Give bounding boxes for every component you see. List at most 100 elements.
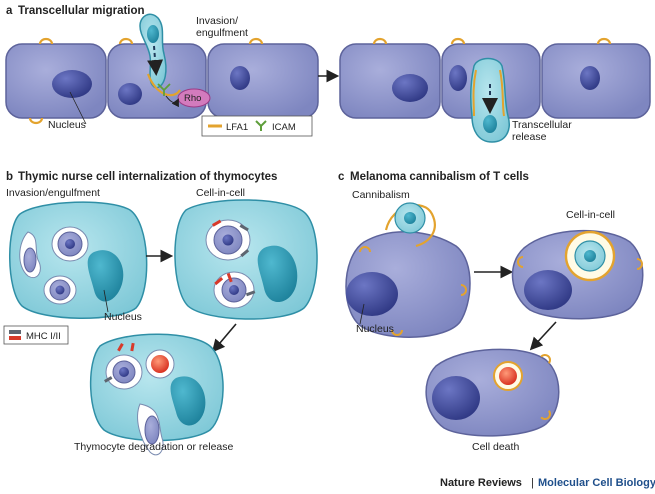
nucleus-a6 (580, 66, 600, 90)
panel-c-letter: c (338, 171, 345, 183)
mhc-i-marker (245, 290, 256, 297)
journal-section: Molecular Cell Biology (538, 477, 655, 489)
legend-lfa1-label: LFA1 (226, 122, 248, 133)
t-cell-nucleus-c2 (584, 250, 596, 262)
dead-t-cell (499, 367, 517, 385)
invasion-label-2: engulfment (196, 27, 248, 39)
mhc-ii-marker (130, 342, 135, 352)
melanoma-nucleus-2 (524, 270, 572, 310)
lfa1-ring-left (499, 69, 505, 117)
release-label-2: release (512, 131, 547, 143)
mhc-i-marker (104, 376, 113, 383)
panel-a: a Transcellular migration Rho (5, 5, 651, 143)
process-arrow-b2 (211, 323, 237, 353)
lfa1-cap-6 (596, 37, 612, 45)
nurse-nucleus-3 (170, 376, 206, 426)
lfa1-ring-right (472, 69, 477, 117)
lfa1-cap-2 (248, 37, 264, 45)
panel-b: b Thymic nurse cell internalization of t… (3, 171, 318, 456)
leukocyte-nucleus (147, 25, 159, 43)
lfa1-cap-3 (118, 37, 134, 45)
lfa1-cap-1 (38, 37, 54, 45)
journal-name: Nature Reviews (440, 477, 522, 489)
process-arrow-c2 (529, 321, 557, 351)
adhesion-cap-c1 (359, 246, 371, 253)
icam-legend-swatch (255, 120, 267, 131)
rho-arrow (165, 95, 179, 108)
cell-in-cell-label-c: Cell-in-cell (566, 209, 615, 221)
panel-b-letter: b (6, 171, 13, 183)
nucleus-label-b: Nucleus (104, 311, 142, 323)
legend-mhc: MHC I/II (3, 325, 69, 345)
thymocyte-nucleus-b2 (55, 285, 65, 295)
lfa1-cap-7 (450, 37, 466, 45)
thymocyte-nucleus-b4 (229, 285, 239, 295)
mhc-i-marker (239, 224, 249, 232)
panel-a-title: Transcellular migration (18, 5, 145, 17)
nurse-nucleus-1 (87, 250, 124, 302)
invasion-label-1: Invasion/ (196, 15, 238, 27)
nucleus-label-a: Nucleus (48, 119, 86, 131)
panel-c-title: Melanoma cannibalism of T cells (350, 171, 529, 183)
nucleus-pointer-a (69, 91, 87, 125)
panel-c: c Melanoma cannibalism of T cells Cannib… (338, 171, 644, 453)
epithelium-left: Rho (5, 13, 319, 125)
melanoma-nucleus-3 (432, 376, 480, 420)
lfa1-cap-4 (28, 117, 44, 125)
migration-arrow (147, 45, 164, 76)
mhc-ii-marker (117, 343, 124, 352)
thymocyte-nucleus-b3 (222, 234, 234, 246)
degradation-label: Thymocyte degradation or release (74, 441, 233, 453)
t-cell-nucleus-c1 (404, 212, 416, 224)
legend-icam-label: ICAM (272, 122, 296, 133)
legend-box (201, 115, 313, 137)
mhc-ii-marker (214, 277, 224, 286)
credit-separator: | (531, 477, 534, 489)
nucleus-a1 (52, 70, 92, 98)
icam-marker (157, 83, 171, 96)
adhesion-cap-c2 (460, 284, 467, 296)
mhc-molecules-b2 (212, 219, 256, 297)
degraded-thymocyte (151, 355, 169, 373)
nurse-nucleus-2 (257, 245, 298, 303)
exiting-thymocyte (144, 415, 160, 445)
mhc-i-legend-swatch (9, 330, 21, 334)
adhesion-cap-c5 (636, 258, 643, 270)
entering-thymocyte (23, 247, 37, 273)
thymocyte-nucleus-b1 (65, 239, 75, 249)
adhesion-cap-c7 (540, 410, 551, 420)
panel-a-letter: a (6, 5, 13, 17)
adhesion-cap-c6 (540, 354, 551, 364)
nucleus-a3 (230, 66, 250, 90)
mhc-ii-legend-swatch (9, 336, 21, 340)
rho-blob (177, 88, 211, 108)
mhc-i-marker (240, 249, 250, 258)
rho-label: Rho (184, 93, 201, 104)
mhc-ii-marker (226, 272, 233, 283)
mhc-legend-label: MHC I/II (26, 331, 61, 342)
lfa1-cap-5 (372, 37, 388, 45)
cell-in-cell-label-b: Cell-in-cell (196, 187, 245, 199)
cell-death-label: Cell death (472, 441, 519, 453)
mhc-ii-marker (212, 219, 222, 227)
released-leukocyte-nucleus (483, 115, 497, 133)
release-label-1: Transcellular (512, 119, 572, 131)
invasion-engulfment-label: Invasion/engulfment (6, 187, 100, 199)
thymocyte-nucleus-b5 (119, 367, 129, 377)
nucleus-pointer-c (359, 303, 365, 325)
melanoma-nucleus-1 (346, 272, 398, 316)
legend-a: LFA1 ICAM (201, 115, 313, 137)
cannibalism-label: Cannibalism (352, 189, 410, 201)
nucleus-label-c: Nucleus (356, 323, 394, 335)
epithelium-right (339, 37, 651, 143)
journal-credit: Nature Reviews | Molecular Cell Biology (440, 477, 655, 489)
nucleus-a2 (118, 83, 142, 105)
adhesion-cap-c3 (391, 329, 403, 336)
adhesion-cap-c4 (517, 256, 524, 268)
nucleus-pointer-b (103, 289, 109, 313)
nucleus-a5 (449, 65, 467, 91)
endothelial-cell-3 (207, 43, 319, 119)
nucleus-a4 (392, 74, 428, 102)
panel-b-title: Thymic nurse cell internalization of thy… (18, 171, 277, 183)
